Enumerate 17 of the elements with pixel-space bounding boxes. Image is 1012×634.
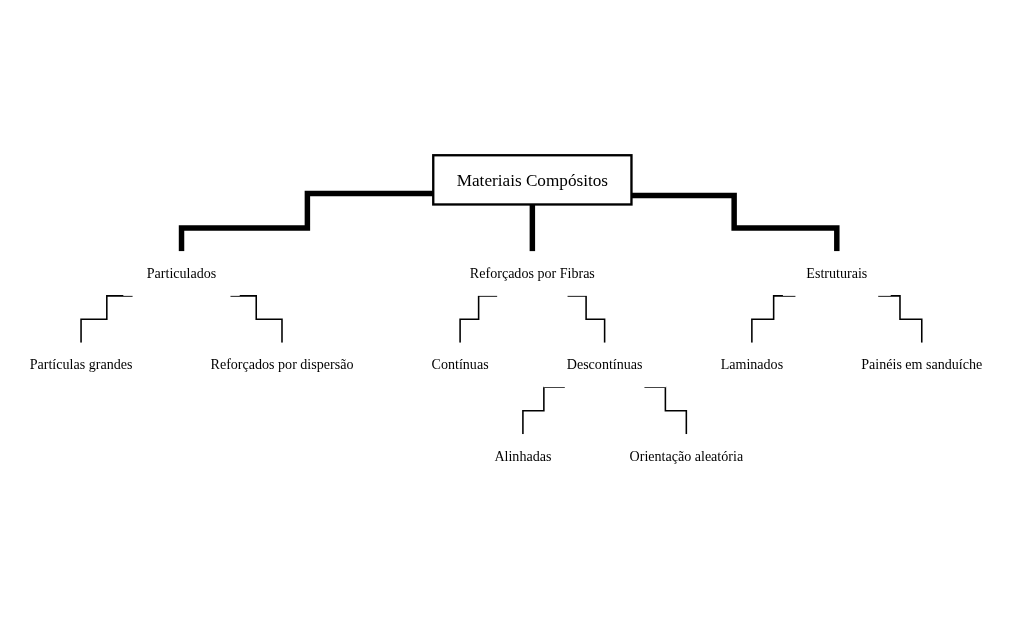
node-box: Materiais Compósitos (432, 154, 633, 206)
node-text: Contínuas (431, 356, 489, 373)
node-text: Orientação aleatória (629, 448, 744, 464)
node-text: Laminados (720, 356, 784, 373)
node-text: Alinhadas (494, 448, 552, 464)
connector (229, 295, 283, 344)
connector (80, 295, 134, 344)
connector (877, 295, 923, 344)
node-text: Painéis em sanduíche (861, 356, 983, 373)
connector (566, 295, 606, 344)
connector (459, 295, 498, 344)
node-text: Reforçados por dispersão (210, 356, 354, 373)
node-text: Estruturais (806, 265, 868, 282)
node-text: Particulados (146, 265, 217, 282)
node-text: Reforçados por Fibras (469, 265, 595, 282)
node-text: Partículas grandes (29, 356, 133, 373)
connector (751, 295, 797, 344)
